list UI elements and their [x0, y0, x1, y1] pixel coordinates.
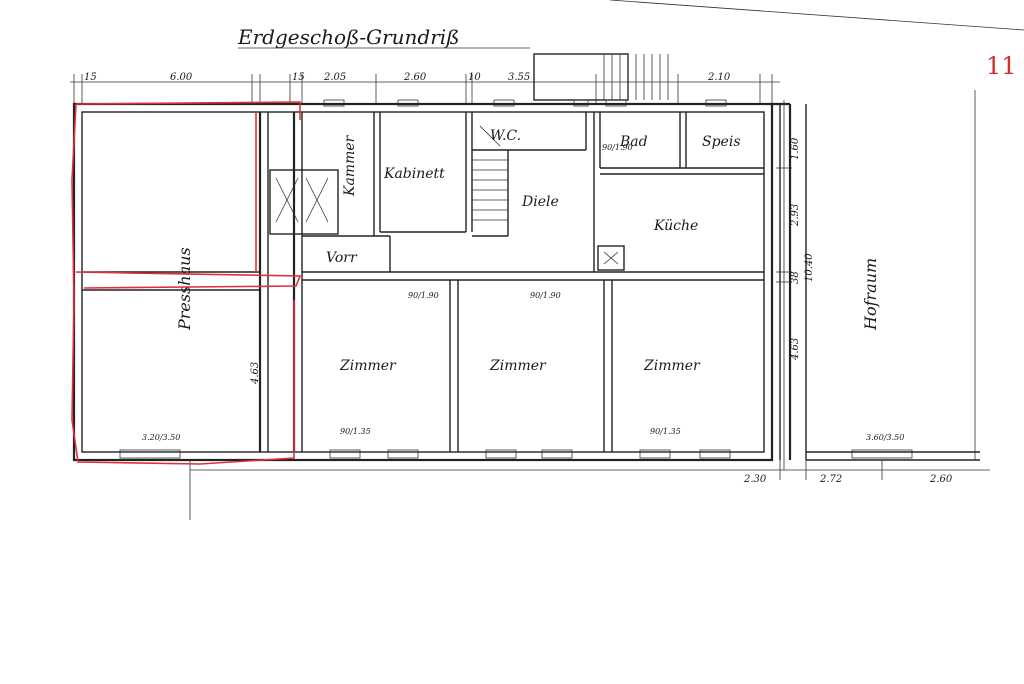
hofraum-outline — [806, 90, 980, 461]
dim-right-160: 1.60 — [790, 137, 801, 160]
dim-right-293: 2.93 — [790, 204, 801, 227]
entrance-steps — [533, 53, 669, 101]
room-label-zimmer-3: Zimmer — [643, 358, 701, 374]
dim-top-600: 6.00 — [170, 72, 193, 83]
room-label-kabinett: Kabinett — [383, 166, 445, 182]
room-label-kueche: Küche — [653, 218, 698, 234]
dim-top-205: 2.05 — [323, 72, 346, 83]
room-label-bad: Bad — [619, 134, 648, 150]
label-window-hofraum: 3.60/3.50 — [866, 433, 904, 442]
room-label-zimmer-1: Zimmer — [339, 358, 397, 374]
dim-top-260: 2.60 — [403, 72, 427, 83]
bottom-dimension-chain: 2.30 2.72 2.60 — [189, 460, 990, 520]
dim-left-463: 4.63 — [250, 362, 261, 385]
room-label-speis: Speis — [702, 134, 741, 150]
dim-bottom-230: 2.30 — [743, 474, 767, 485]
dim-right-1040: 10.40 — [804, 253, 815, 282]
room-label-diele: Diele — [521, 194, 559, 210]
label-window-presshaus: 3.20/3.50 — [142, 433, 180, 442]
label-door-zimmer-1: 90/1.90 — [408, 291, 439, 300]
dim-top-210: 2.10 — [707, 72, 731, 83]
presshaus-area — [82, 112, 339, 452]
room-label-hofraum: Hofraum — [861, 258, 880, 331]
dim-bottom-260: 2.60 — [929, 474, 953, 485]
dim-top-10: 10 — [468, 72, 481, 83]
dim-right-38: 38 — [790, 271, 801, 284]
label-window-2: 90/1.35 — [650, 427, 681, 436]
dim-top-15-a: 15 — [84, 72, 97, 83]
plan-title: Erdgeschoß-Grundriß — [237, 25, 460, 49]
room-label-vorr: Vorr — [326, 250, 358, 266]
upper-room-walls — [302, 112, 764, 281]
dim-right-463: 4.63 — [790, 338, 801, 361]
dim-top-15-b: 15 — [292, 72, 305, 83]
dim-bottom-272: 2.72 — [819, 474, 842, 485]
room-label-wc: W.C. — [490, 128, 521, 144]
room-label-zimmer-2: Zimmer — [489, 358, 547, 374]
room-label-kammer: Kammer — [342, 134, 358, 197]
dim-top-355: 3.55 — [508, 72, 530, 83]
windows — [119, 99, 913, 459]
label-door-zimmer-2: 90/1.90 — [530, 291, 561, 300]
red-markup — [71, 101, 302, 465]
scan-edge-line — [609, 0, 1024, 31]
room-label-presshaus: Presshaus — [175, 247, 194, 331]
label-window-1: 90/1.35 — [340, 427, 371, 436]
top-dimension-chain: 15 6.00 15 2.05 2.60 10 3.55 2.10 — [70, 72, 780, 104]
right-dimension-chain: 1.60 2.93 10.40 4.63 38 — [776, 100, 815, 470]
lower-room-walls — [449, 280, 613, 452]
page-number: 11 — [986, 52, 1017, 80]
label-door-kueche: 90/1.90 — [602, 143, 633, 152]
